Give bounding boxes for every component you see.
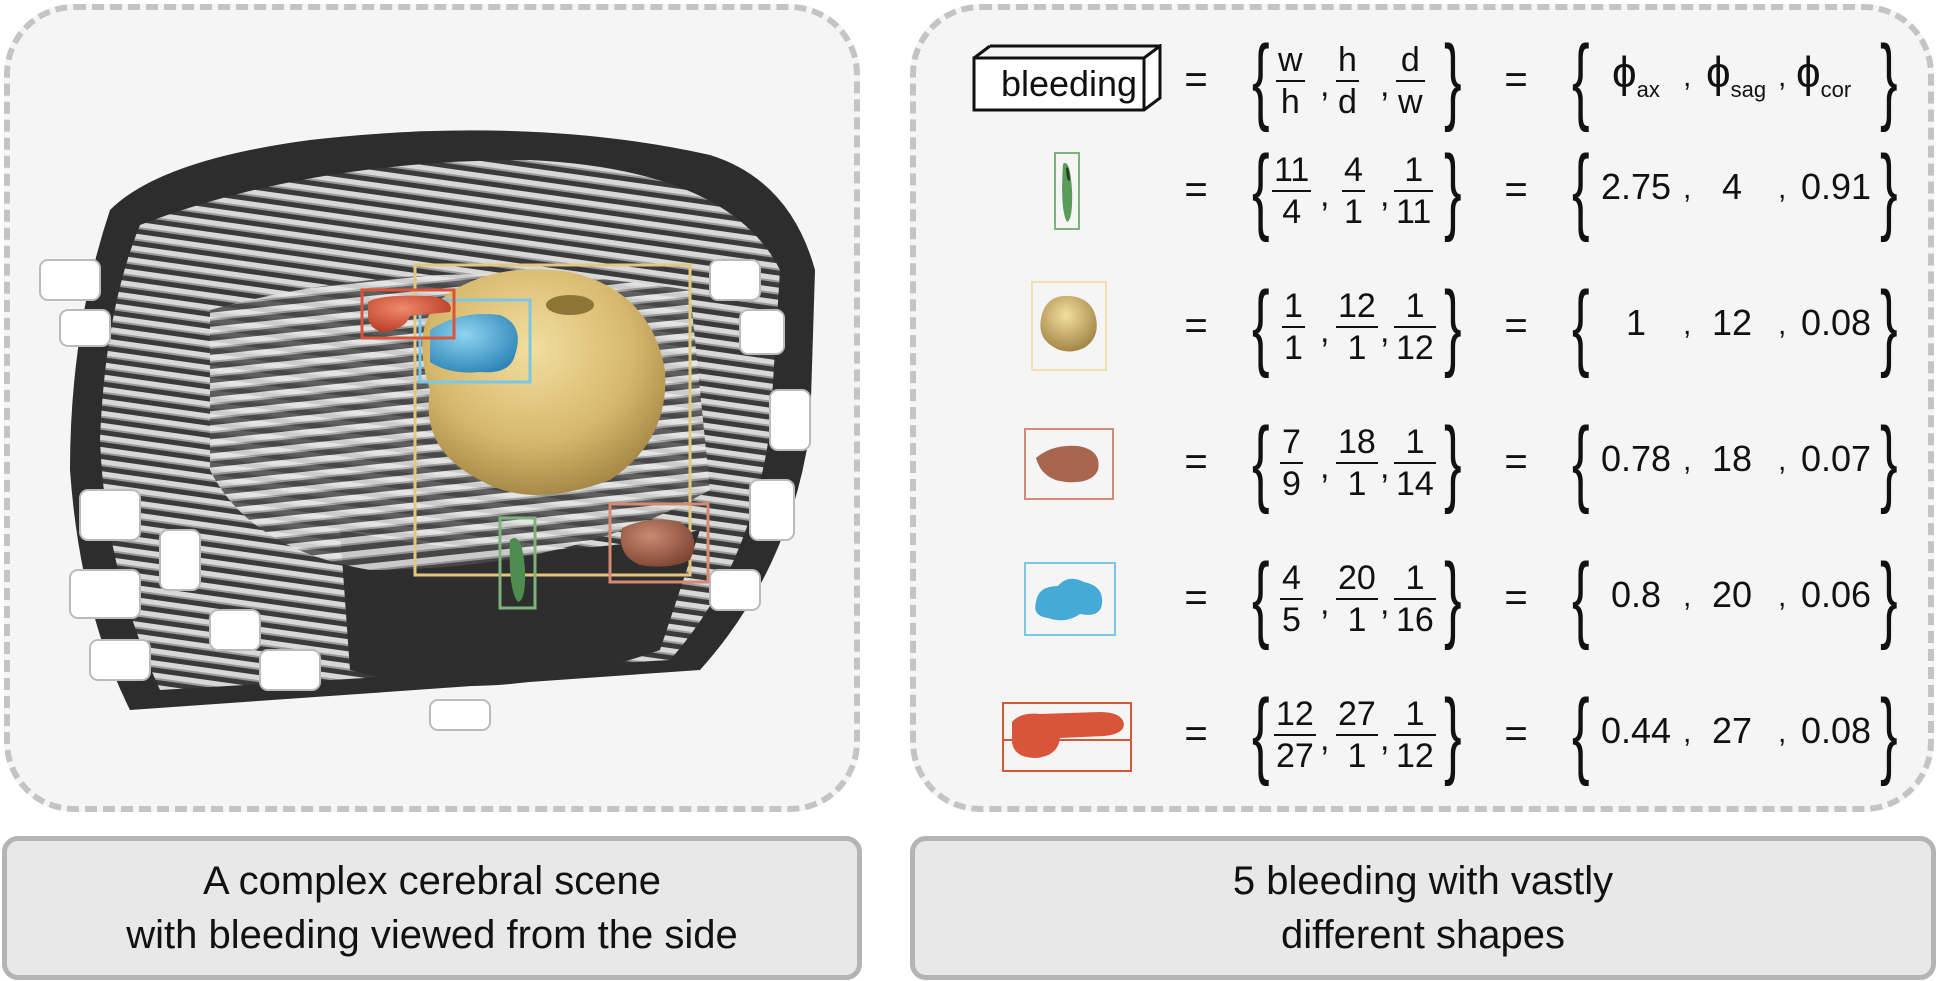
phi-ax-value: 2.75 (1600, 166, 1672, 207)
open-brace: { (1572, 26, 1590, 133)
phi-ax-value: 0.8 (1610, 574, 1662, 615)
equals-sign: = (1184, 711, 1208, 756)
brown-bleeding-icon (1024, 428, 1114, 500)
green-bleeding (509, 538, 526, 602)
caption-left-line1: A complex cerebral scene (202, 859, 661, 903)
phi-sag-value: 12 (1711, 302, 1753, 343)
phi-ax: ϕax (1612, 48, 1660, 102)
skull-fragments (39, 259, 811, 731)
blue-bleeding-icon (1024, 562, 1116, 636)
phi-sag-value: 4 (1721, 166, 1743, 207)
phi-sag-value: 18 (1711, 438, 1753, 479)
brown-bleeding (620, 519, 695, 567)
gold-bleeding-hole (546, 295, 594, 315)
equals-sign: = (1504, 575, 1528, 620)
equals-sign: = (1184, 303, 1208, 348)
phi-ax-value: 0.44 (1600, 710, 1672, 751)
scene-panel (4, 4, 860, 812)
caption-right-line2: different shapes (1281, 913, 1565, 957)
close-brace: } (1880, 26, 1898, 133)
equals-sign: = (1504, 167, 1528, 212)
green-bleeding-icon (1054, 152, 1080, 230)
cerebral-scene-illustration (39, 130, 815, 731)
caption-left: A complex cerebral scene with bleeding v… (2, 836, 862, 980)
phi-cor-value: 0.07 (1800, 438, 1872, 479)
equals-sign: = (1184, 575, 1208, 620)
caption-right: 5 bleeding with vastly different shapes (910, 836, 1936, 980)
equals-sign: = (1504, 303, 1528, 348)
phi-sag-value: 20 (1711, 574, 1753, 615)
gold-bleeding-icon (1031, 281, 1107, 371)
phi-cor-value: 0.06 (1800, 574, 1872, 615)
equals-sign: = (1504, 439, 1528, 484)
phi-cor-value: 0.08 (1800, 710, 1872, 751)
blue-bleeding (430, 314, 518, 373)
brown-box (608, 502, 710, 584)
phi-cor: ϕcor (1796, 48, 1852, 102)
phi-cor-value: 0.08 (1800, 302, 1872, 343)
phi-ax-value: 0.78 (1600, 438, 1672, 479)
phi-sag-value: 27 (1711, 710, 1753, 751)
equals-sign: = (1504, 711, 1528, 756)
red-box (360, 288, 456, 340)
green-box (498, 516, 537, 610)
caption-left-line2: with bleeding viewed from the side (126, 913, 738, 957)
gold-box (413, 263, 692, 577)
open-brace: { (1252, 26, 1270, 133)
red-bleeding-icon (1002, 702, 1132, 772)
phi-ax-value: 1 (1625, 302, 1647, 343)
equals-sign: = (1184, 167, 1208, 212)
close-brace: } (1444, 26, 1462, 133)
equals-sign: = (1504, 57, 1528, 102)
shapes-panel (910, 4, 1934, 812)
bleeding-label: bleeding (1000, 63, 1138, 104)
red-bleeding (368, 295, 451, 332)
equals-sign: = (1184, 57, 1208, 102)
phi-sag: ϕsag (1706, 48, 1767, 102)
caption-right-line1: 5 bleeding with vastly (1232, 859, 1614, 903)
blue-box (418, 298, 532, 384)
bleeding-box-icon (972, 44, 1162, 112)
equals-sign: = (1184, 439, 1208, 484)
phi-cor-value: 0.91 (1800, 166, 1872, 207)
